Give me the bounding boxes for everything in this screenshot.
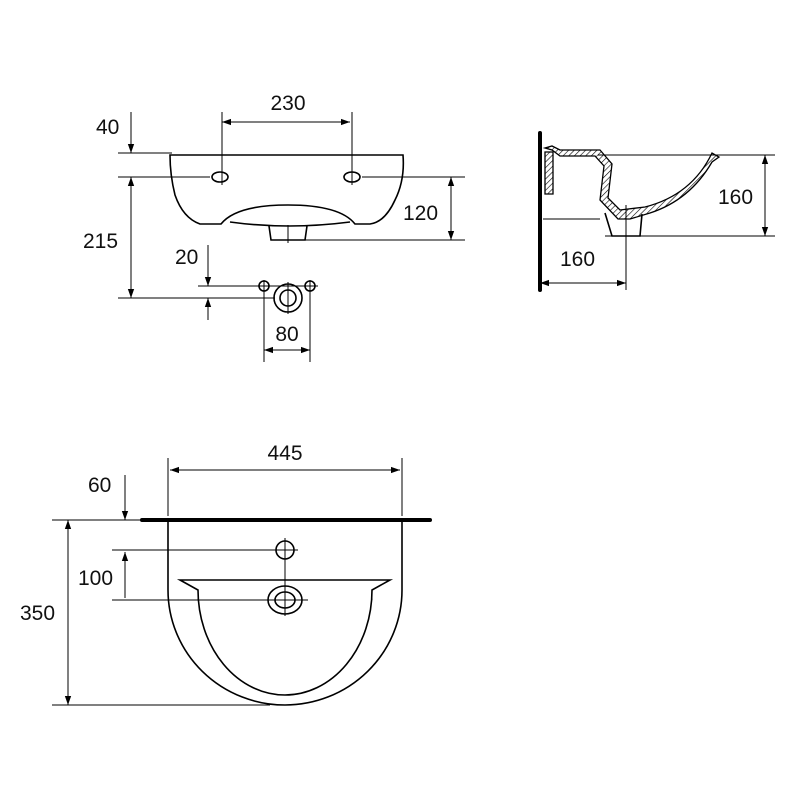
dim-100: 100: [78, 567, 113, 590]
dim-80: 80: [275, 323, 298, 346]
basin-bowl: [176, 579, 394, 696]
tap-hole-left: [211, 171, 229, 183]
dim-40: 40: [96, 116, 119, 139]
top-view: 445 60 100 350: [20, 442, 432, 706]
basin-front-drain: [229, 221, 351, 241]
dim-350: 350: [20, 602, 55, 625]
dim-160-depth: 160: [718, 186, 753, 209]
side-view: 160 160: [538, 131, 775, 292]
front-view: 230 40 215 120 20 80: [83, 92, 465, 362]
dim-20: 20: [175, 246, 198, 269]
dim-445: 445: [267, 442, 302, 465]
dim-60: 60: [88, 474, 111, 497]
basin-top-outline: [167, 522, 403, 706]
dim-230: 230: [270, 92, 305, 115]
dim-120: 120: [403, 202, 438, 225]
dim-215: 215: [83, 230, 118, 253]
basin-front-outline: [169, 154, 405, 225]
basin-section: [542, 145, 721, 220]
dim-160-projection: 160: [560, 248, 595, 271]
